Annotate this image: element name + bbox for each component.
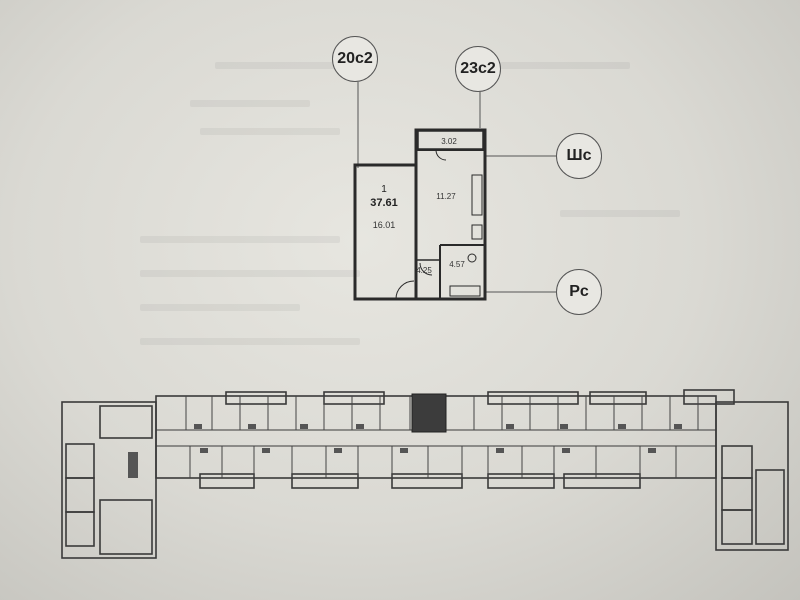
axis-callout-23c2: 23с2 [455,46,501,92]
axis-callout-20c2: 20с2 [332,36,378,82]
unit-bath-area: 4.57 [449,260,465,269]
unit-room-area: 16.01 [373,220,396,230]
fixture-marks [128,424,682,478]
highlighted-unit [411,393,447,433]
unit-balcony-area: 3.02 [441,137,457,146]
lower-unit-partitions [189,446,677,478]
unit-hall-area: 4.25 [416,266,432,275]
unit-kitchen-area: 11.27 [436,192,456,201]
unit-total-area: 37.61 [370,197,398,209]
unit-walls [353,128,487,301]
riser-callout-rs: Рс [556,269,602,315]
riser-callout-shs: Шс [556,133,602,179]
unit-room-count: 1 [381,184,387,195]
